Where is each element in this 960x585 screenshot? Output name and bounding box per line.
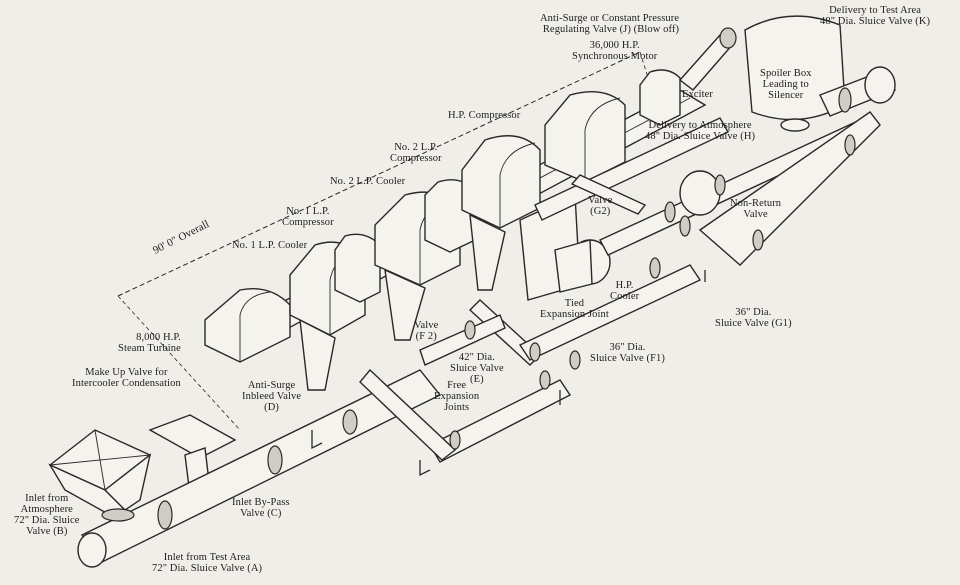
motor-shape bbox=[544, 69, 681, 183]
supports bbox=[311, 270, 706, 477]
spoiler-box-shape bbox=[744, 15, 846, 132]
label-valve-e: 42" Dia.Sluice Valve(E) bbox=[450, 352, 504, 385]
steam-turbine-shape bbox=[204, 287, 291, 363]
label-lp2-cooler: No. 2 L.P. Cooler bbox=[330, 176, 406, 187]
label-lp2-compressor: No. 2 L.P.Compressor bbox=[390, 142, 442, 164]
label-valve-f2: Valve(F 2) bbox=[414, 320, 439, 342]
label-valve-g1: 36" Dia.Sluice Valve (G1) bbox=[715, 307, 792, 329]
dimension-line bbox=[117, 51, 656, 431]
label-exciter: Exciter bbox=[682, 89, 714, 100]
blow-off-pipe bbox=[678, 27, 737, 91]
hp-compressor-shape bbox=[461, 135, 541, 291]
label-valve-f1: 36" Dia.Sluice Valve (F1) bbox=[590, 342, 665, 364]
label-hp-compressor: H.P. Compressor bbox=[448, 110, 521, 121]
delivery-pipe bbox=[819, 66, 896, 117]
label-hp-cooler: H.P.Cooler bbox=[610, 280, 640, 302]
label-motor: 36,000 H.P.Synchronous Motor bbox=[572, 40, 658, 62]
label-lp1-cooler: No. 1 L.P. Cooler bbox=[232, 240, 308, 251]
main-inlet-duct bbox=[77, 369, 442, 568]
label-steam-turbine: 8,000 H.P.Steam Turbine bbox=[118, 332, 181, 354]
label-valve-g2: Valve(G2) bbox=[588, 195, 613, 217]
label-lp1-compressor: No. 1 L.P.Compressor bbox=[282, 206, 334, 228]
mid-piping bbox=[534, 117, 872, 279]
lower-piping bbox=[359, 264, 702, 463]
lp1-compressor-shape bbox=[334, 233, 381, 303]
hp-cooler-shape bbox=[519, 193, 611, 301]
return-leg bbox=[698, 111, 881, 266]
